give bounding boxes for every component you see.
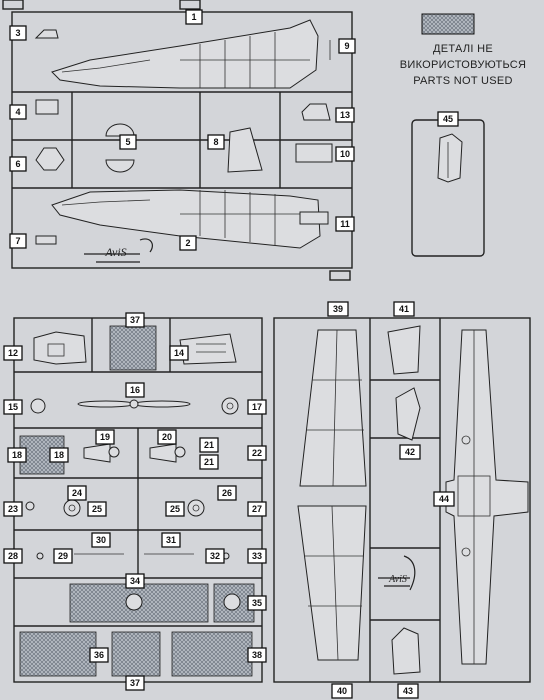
part-label-10: 10 xyxy=(340,149,350,159)
part-label-35: 35 xyxy=(252,598,262,608)
part-label-28: 28 xyxy=(8,551,18,561)
wing-panel-39 xyxy=(299,329,367,487)
part-label-37-bottom: 37 xyxy=(130,678,140,688)
part-label-42: 42 xyxy=(405,447,415,457)
sprue1-small-parts xyxy=(34,29,333,245)
part-label-41: 41 xyxy=(399,304,409,314)
part-label-7: 7 xyxy=(15,236,20,246)
hatched-part-37-bottom xyxy=(111,631,161,677)
part-label-12: 12 xyxy=(8,348,18,358)
part-label-14: 14 xyxy=(174,348,184,358)
part-label-24: 24 xyxy=(72,488,82,498)
part-43-shape xyxy=(391,627,421,675)
part-label-2: 2 xyxy=(185,238,190,248)
part-labels: 3 1 9 4 5 8 13 6 10 7 11 2 45 12 37 14 1… xyxy=(3,9,459,699)
part-label-25b: 25 xyxy=(170,504,180,514)
part-label-43: 43 xyxy=(403,686,413,696)
part-label-40: 40 xyxy=(337,686,347,696)
part-label-16: 16 xyxy=(130,385,140,395)
part-label-13: 13 xyxy=(340,110,350,120)
avis-logo-1: AviS xyxy=(84,238,153,263)
avis-logo-text-1: AviS xyxy=(104,245,126,259)
part-label-18b: 18 xyxy=(54,450,64,460)
hatched-part-36 xyxy=(19,631,97,677)
part-42-shape xyxy=(395,387,421,441)
legend-hatch-swatch xyxy=(421,13,475,35)
part-label-45: 45 xyxy=(443,114,453,124)
sprue-frame-wings xyxy=(273,317,531,683)
part-label-21a: 21 xyxy=(204,440,214,450)
avis-logo-text-2: AviS xyxy=(388,574,407,585)
part-label-27: 27 xyxy=(252,504,262,514)
avis-logo-2: AviS xyxy=(378,555,416,591)
part-label-6: 6 xyxy=(15,159,20,169)
part-label-11: 11 xyxy=(340,219,350,229)
part-label-36: 36 xyxy=(94,650,104,660)
part-label-17: 17 xyxy=(252,402,262,412)
wing-lower-44 xyxy=(445,329,529,665)
part-label-44: 44 xyxy=(439,494,449,504)
sprue2-small-parts xyxy=(25,331,241,611)
hatched-part-37-top xyxy=(109,325,157,371)
part-label-3: 3 xyxy=(15,28,20,38)
part-label-31: 31 xyxy=(166,535,176,545)
part-label-8: 8 xyxy=(213,137,218,147)
part-label-37-top: 37 xyxy=(130,315,140,325)
part-label-32: 32 xyxy=(210,551,220,561)
part-label-29: 29 xyxy=(58,551,68,561)
part-label-4: 4 xyxy=(15,107,20,117)
part-45-frame xyxy=(411,119,485,257)
legend-line-3: PARTS NOT USED xyxy=(413,75,513,87)
legend-line-1: ДЕТАЛІ НЕ xyxy=(432,43,494,55)
part-label-21b: 21 xyxy=(204,457,214,467)
part-label-38: 38 xyxy=(252,650,262,660)
part-label-15: 15 xyxy=(8,402,18,412)
wing-panel-40 xyxy=(297,505,367,661)
part-label-26: 26 xyxy=(222,488,232,498)
part-label-1: 1 xyxy=(191,12,196,22)
part-label-19: 19 xyxy=(100,432,110,442)
part-label-20: 20 xyxy=(162,432,172,442)
fuselage-half-bottom xyxy=(51,189,321,249)
hatched-part-38 xyxy=(171,631,253,677)
part-label-23: 23 xyxy=(8,504,18,514)
part-41-shape xyxy=(387,325,421,375)
part-label-34: 34 xyxy=(130,576,140,586)
part-label-22: 22 xyxy=(252,448,262,458)
part-label-5: 5 xyxy=(125,137,130,147)
fuselage-half-top xyxy=(51,19,319,89)
part-label-9: 9 xyxy=(344,41,349,51)
part-label-30: 30 xyxy=(96,535,106,545)
part-label-18a: 18 xyxy=(12,450,22,460)
part-label-33: 33 xyxy=(252,551,262,561)
part-label-25a: 25 xyxy=(92,504,102,514)
sprue-frame-fuselage xyxy=(2,0,353,281)
part-label-39: 39 xyxy=(333,304,343,314)
legend-line-2: ВИКОРИСТОВУЮТЬСЯ xyxy=(399,59,527,71)
